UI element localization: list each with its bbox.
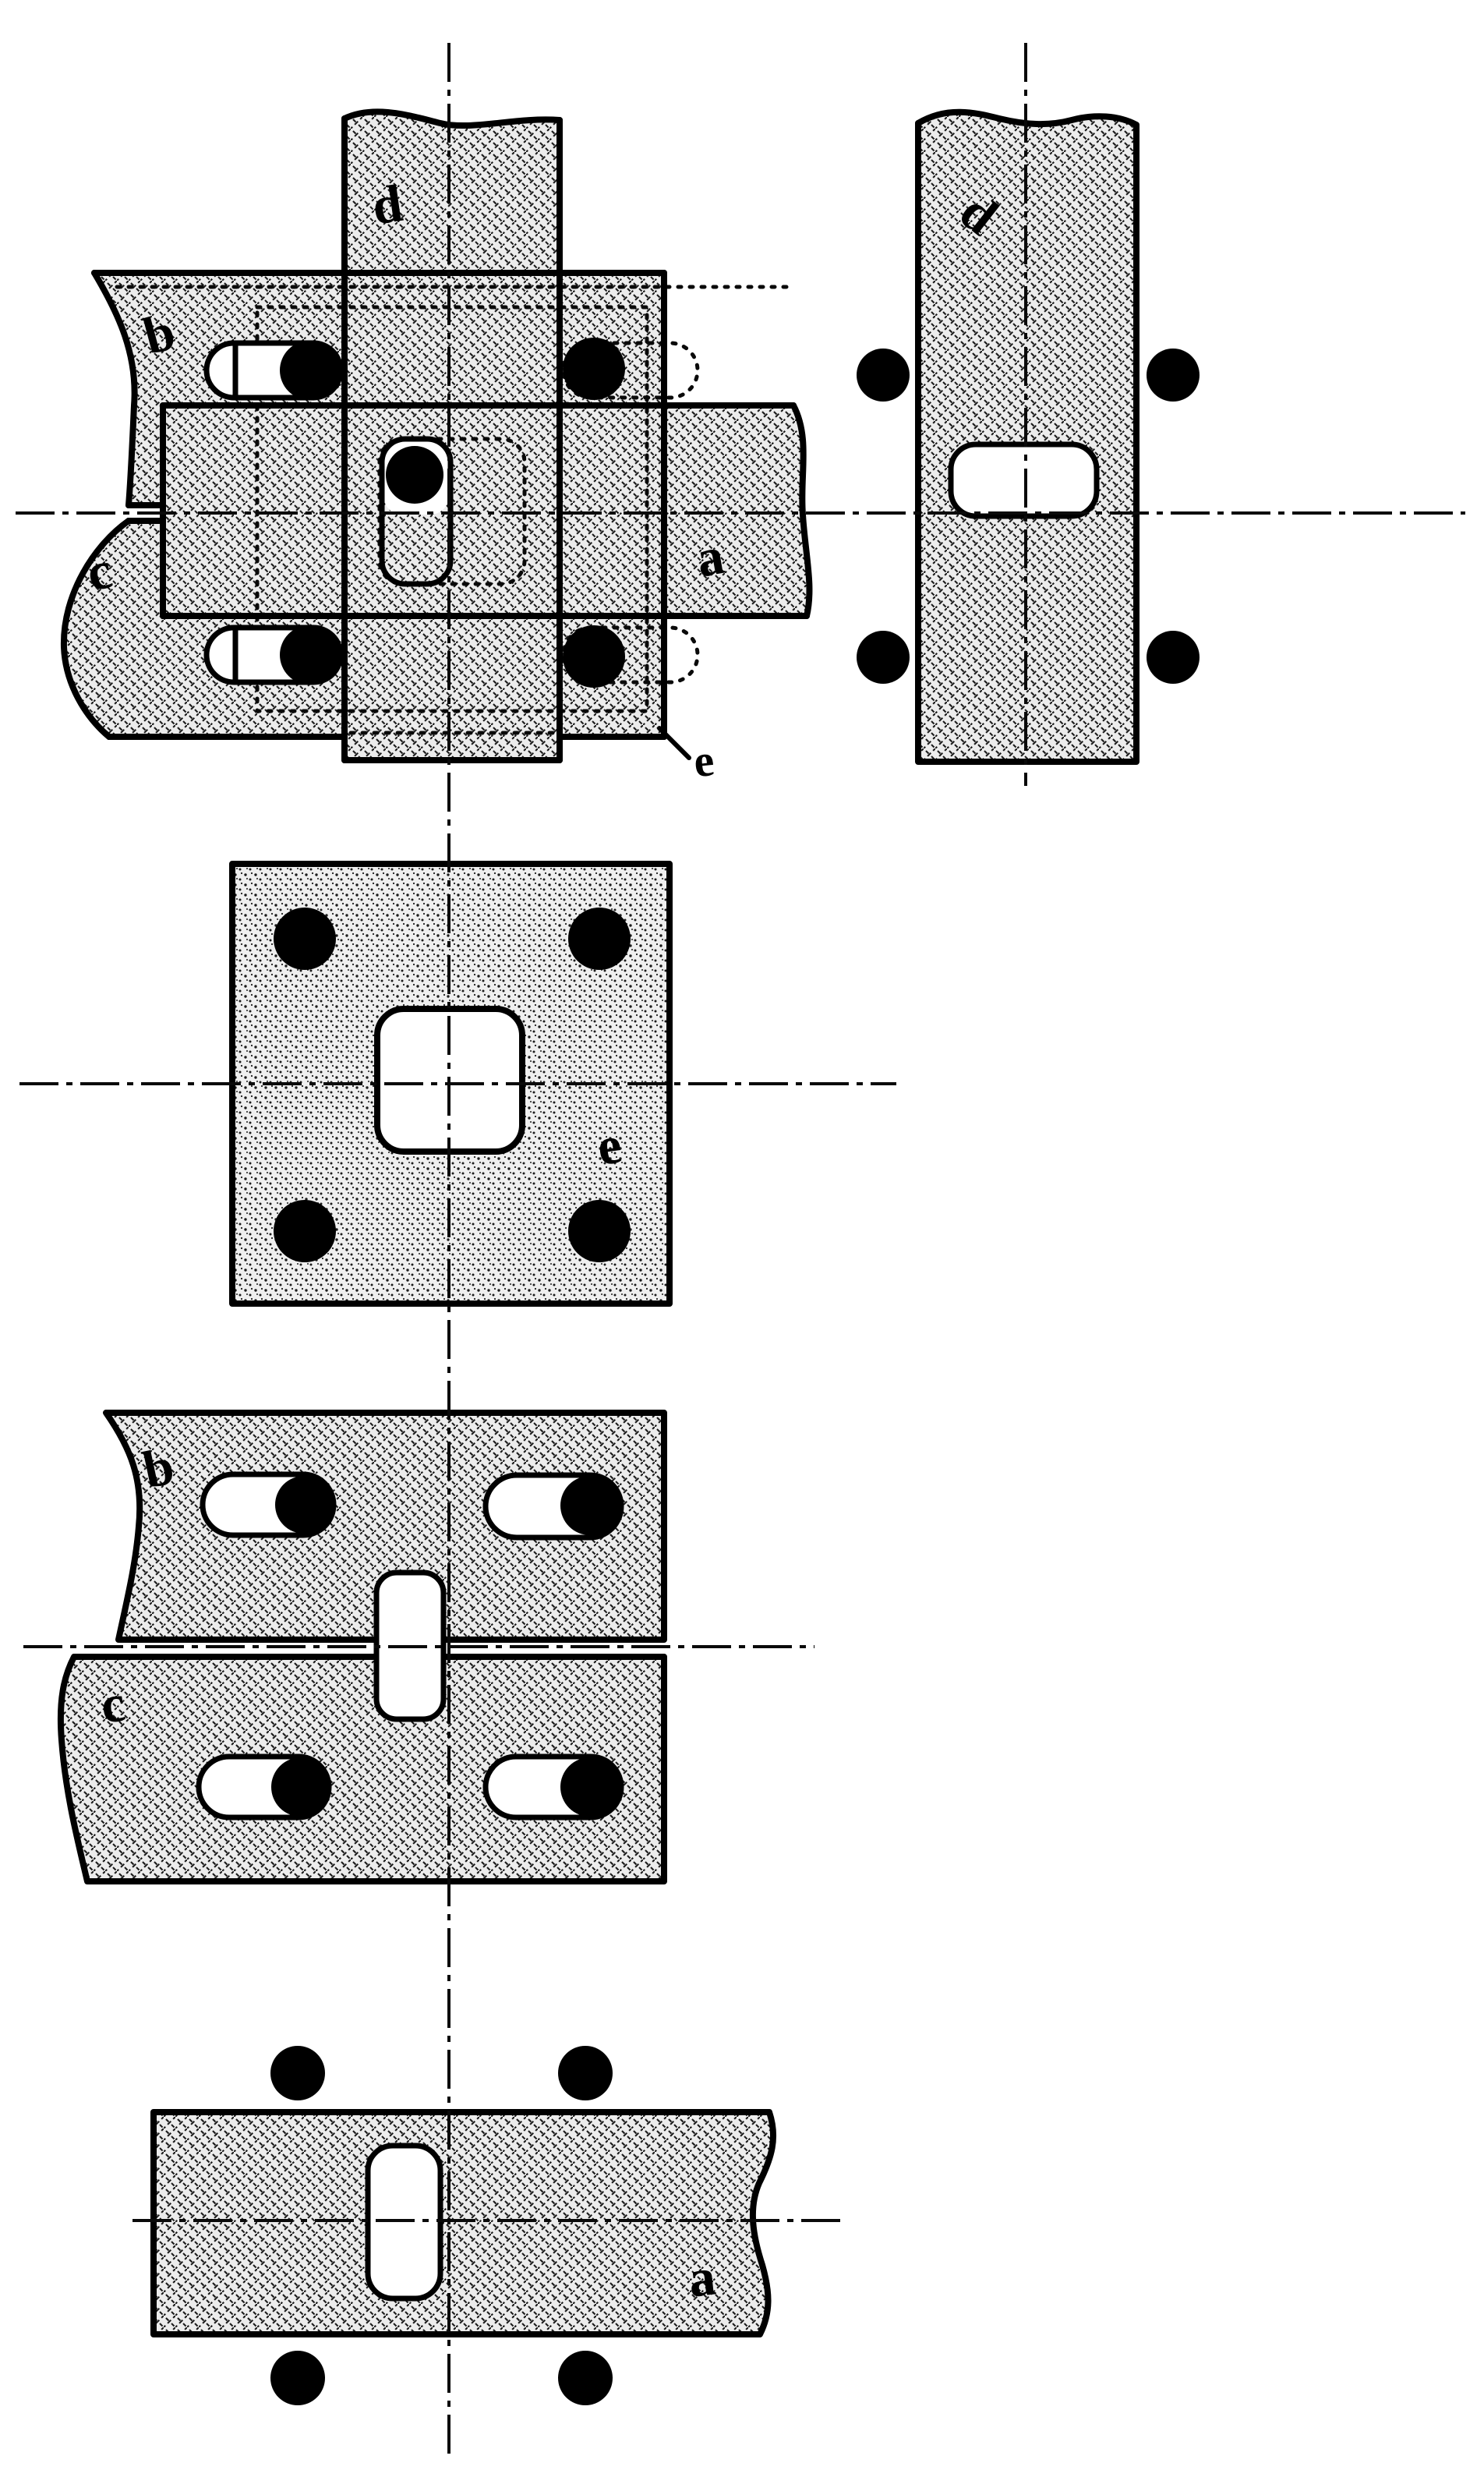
plate-c-outline — [60, 518, 667, 740]
slot-c-left — [196, 1753, 332, 1821]
plate-a-outline — [160, 402, 813, 619]
bolt-icon — [560, 1757, 620, 1817]
slot-b-left — [200, 1471, 337, 1538]
plate-d-side-outline — [915, 108, 1140, 765]
bolt-icon — [270, 2046, 325, 2100]
slot-b-right — [482, 1472, 624, 1541]
plate-b-outline — [91, 270, 667, 740]
slot-upper-right-hidden — [561, 338, 700, 400]
parts-bc-view: b c — [57, 1410, 667, 1884]
bolt-icon — [280, 341, 339, 400]
assembly-view: d b c a e — [60, 108, 813, 787]
slot-lower-right-hidden — [561, 625, 700, 688]
bolt-icon — [1147, 631, 1200, 684]
bolt-icon — [270, 2351, 325, 2405]
label-e-assembly: e — [691, 734, 716, 787]
bolt-icon — [568, 1200, 631, 1262]
slot-upper-left — [203, 340, 344, 401]
bolt-icon — [563, 338, 625, 400]
bolt-icon — [280, 625, 339, 685]
bolt-icon — [274, 1200, 336, 1262]
part-a-view: a — [150, 2046, 777, 2405]
plate-b-face-outline — [103, 1410, 667, 1643]
bolt-icon — [857, 631, 910, 684]
bolt-icon — [275, 1476, 333, 1534]
plate-c-face-fill — [60, 1657, 664, 1881]
label-a-plate: a — [686, 2247, 719, 2309]
part-d-side-view: d — [857, 108, 1200, 765]
slot-lower-left — [203, 625, 344, 685]
bolt-icon — [386, 446, 443, 504]
bolt-icon — [558, 2351, 613, 2405]
bolt-icon — [274, 908, 336, 970]
bolt-icon — [1147, 349, 1200, 402]
slot-d-side — [948, 441, 1100, 519]
plate-d-outline — [341, 108, 563, 763]
e-leader-line — [657, 726, 691, 760]
plate-c-face-outline — [57, 1654, 667, 1884]
plate-a-face-outline — [150, 2109, 777, 2337]
bolt-icon — [560, 1476, 620, 1535]
bolt-icon — [563, 625, 625, 688]
bolt-icon — [568, 908, 631, 970]
bolt-icon — [857, 349, 910, 402]
centerlines — [16, 43, 1465, 2454]
bolt-icon — [558, 2046, 613, 2100]
hidden-e-hole-outline — [377, 437, 527, 586]
plate-b-face-fill — [106, 1413, 664, 1640]
plate-a-face-fill — [154, 2112, 774, 2334]
bolt-icon — [271, 1757, 330, 1817]
slot-c-right — [482, 1753, 624, 1821]
